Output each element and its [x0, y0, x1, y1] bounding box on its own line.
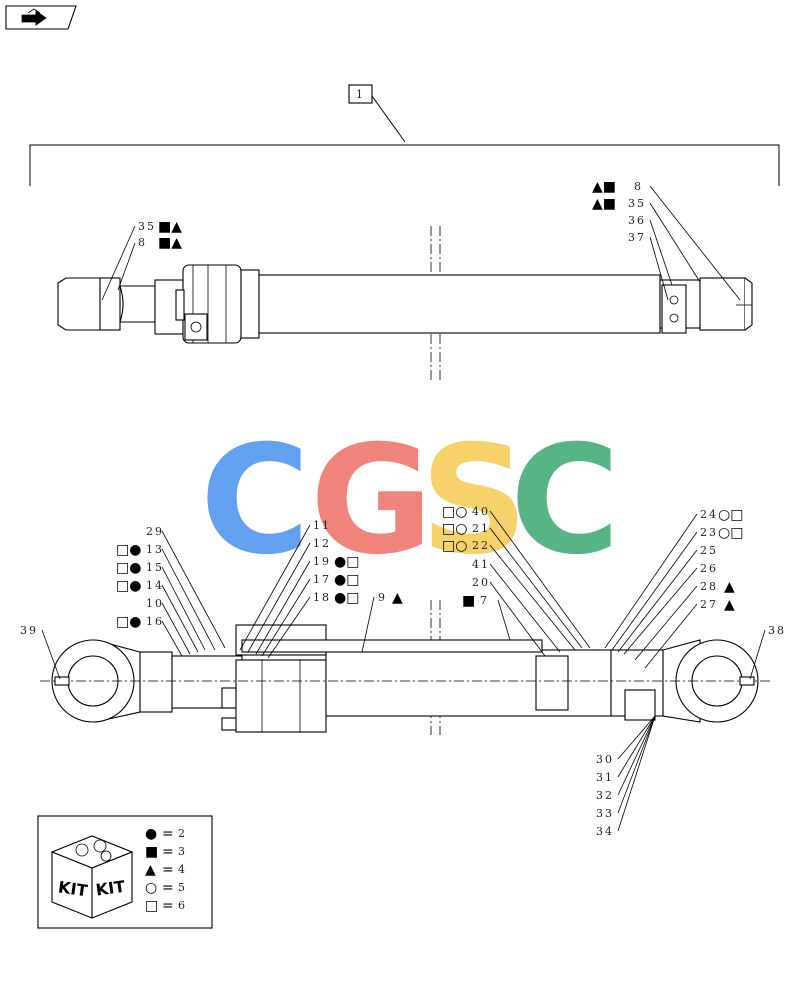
legend-eq: =	[162, 844, 174, 860]
callout-number: 20	[472, 576, 490, 589]
legend-eq: =	[162, 826, 174, 842]
watermark-letter: C	[200, 414, 310, 588]
callout-number: 38	[768, 624, 786, 637]
callout-number: 36	[628, 214, 646, 227]
cylinder-side-view	[40, 600, 770, 735]
legend-eq: =	[162, 880, 174, 896]
legend-symbol: □	[145, 898, 158, 914]
legend-number: 4	[178, 863, 187, 876]
callout-number: 28	[700, 580, 718, 593]
watermark-letter: S	[420, 414, 528, 588]
assembly-bracket: 1	[29, 84, 780, 186]
callout-symbols: ○□	[718, 507, 743, 523]
callout-group-bottom-left: 29 □● 13 □● 15 □● 14 10 □● 16 39	[20, 525, 226, 680]
watermark-letter: C	[510, 414, 620, 588]
callout-symbols: □●	[116, 542, 141, 558]
callout-group-bottom-center: □○ 40 □○ 21 □○ 22 41 20 ■ 7	[442, 504, 591, 657]
callout-symbols: ○□	[718, 525, 743, 541]
callout-number: 39	[20, 624, 38, 637]
callout-number: 21	[472, 522, 490, 535]
callout-symbols: □●	[116, 578, 141, 594]
callout-number: 13	[146, 543, 164, 556]
callout-number: 32	[596, 789, 614, 802]
page-arrow-icon[interactable]	[5, 5, 77, 30]
callout-symbols: ●□	[334, 590, 359, 606]
legend-symbol: ○	[145, 880, 157, 896]
callout-symbols: ●□	[334, 572, 359, 588]
callout-group-top: 35 ■▲ 8 ■▲ ▲■ 8 ▲■ 35 36 37	[101, 179, 741, 301]
callout-group-bottom-right: 24 ○□ 23 ○□ 25 26 28 ▲ 27 ▲ 38	[604, 507, 786, 680]
callout-number: 40	[472, 505, 490, 518]
callout-number: 8	[138, 236, 147, 249]
callout-symbols: ■	[462, 593, 475, 609]
callout-symbols: ▲	[724, 597, 735, 613]
legend-symbol: ▲	[145, 862, 156, 878]
callout-number: 33	[596, 807, 614, 820]
kit-label: KIT	[57, 877, 89, 900]
callout-number: 8	[634, 180, 643, 193]
callout-number: 26	[700, 562, 718, 575]
callout-number: 15	[146, 561, 164, 574]
callout-number: 35	[138, 220, 156, 233]
callout-number: 35	[628, 197, 646, 210]
callout-number: 17	[313, 573, 331, 586]
legend-number: 5	[178, 881, 187, 894]
legend-symbol: ●	[145, 826, 157, 842]
callout-symbols: □○	[442, 504, 467, 520]
callout-symbols: □●	[116, 614, 141, 630]
cylinder-top-view	[57, 226, 753, 380]
callout-number: 41	[472, 558, 490, 571]
callout-symbols: ■▲	[158, 219, 182, 235]
legend-number: 2	[178, 827, 187, 840]
legend-eq: =	[162, 898, 174, 914]
callout-group-bottom-lower: 30 31 32 33 34	[596, 715, 656, 838]
callout-number: 25	[700, 544, 718, 557]
legend-number: 3	[178, 845, 187, 858]
kit-label: KIT	[95, 877, 127, 900]
callout-symbols: ▲■	[592, 179, 616, 195]
legend-eq: =	[162, 862, 174, 878]
watermark: C G S C	[200, 414, 620, 588]
legend-symbol: ■	[145, 844, 158, 860]
callout-number: 18	[313, 591, 331, 604]
callout-number: 22	[472, 539, 490, 552]
callout-number: 19	[313, 555, 331, 568]
callout-number: 10	[146, 597, 164, 610]
watermark-letter: G	[310, 414, 433, 588]
callout-number: 37	[628, 231, 646, 244]
callout-symbols: ▲	[724, 579, 735, 595]
callout-number: 34	[596, 825, 614, 838]
callout-number: 23	[700, 526, 718, 539]
kit-legend: KIT KIT ● = 2 ■ = 3 ▲ = 4 ○ = 5 □ = 6	[37, 815, 213, 929]
callout-symbols: □●	[116, 560, 141, 576]
callout-number: 9	[378, 591, 387, 604]
callout-symbols: □○	[442, 521, 467, 537]
callout-number: 29	[146, 525, 164, 538]
callout-number: 12	[313, 537, 331, 550]
callout-number: 11	[313, 519, 331, 532]
callout-number: 14	[146, 579, 164, 592]
callout-group-bottom-mid: 11 12 19 ●□ 17 ●□ 18 ●□ 9 ▲	[239, 519, 403, 659]
kit-box-icon: KIT KIT	[50, 835, 134, 919]
callout-number: 31	[596, 771, 614, 784]
callout-symbols: ▲■	[592, 196, 616, 212]
callout-symbols: □○	[442, 538, 467, 554]
callout-number: 30	[596, 753, 614, 766]
legend-number: 6	[178, 899, 187, 912]
callout-symbols: ▲	[392, 590, 403, 606]
assembly-label: 1	[356, 88, 365, 101]
callout-number: 24	[700, 508, 718, 521]
callout-number: 7	[480, 594, 489, 607]
callout-symbols: ■▲	[158, 235, 182, 251]
callout-symbols: ●□	[334, 554, 359, 570]
callout-number: 27	[700, 598, 718, 611]
callout-number: 16	[146, 615, 164, 628]
